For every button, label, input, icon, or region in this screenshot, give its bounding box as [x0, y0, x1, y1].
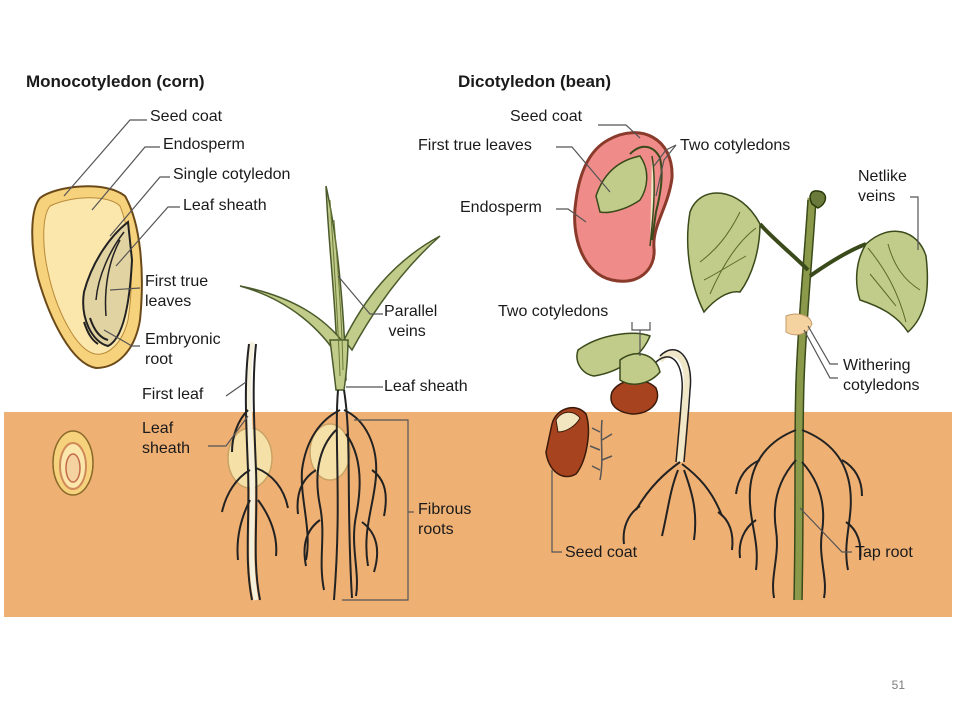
slide-number: 51 — [891, 678, 905, 692]
label-embryonic-root: Embryonic root — [145, 331, 221, 368]
label-leaf-sheath: Leaf sheath — [183, 197, 267, 214]
label-tap-root: Tap root — [855, 544, 913, 561]
label-single-cotyledon: Single cotyledon — [173, 166, 291, 183]
dicot-heading: Dicotyledon (bean) — [458, 72, 612, 91]
label-endosperm: Endosperm — [163, 136, 245, 153]
label-two-cotyledons-mid: Two cotyledons — [498, 303, 609, 320]
corn-seedling-small — [221, 341, 289, 601]
bean-seedling — [545, 332, 734, 551]
monocot-heading: Monocotyledon (corn) — [26, 72, 205, 91]
label-netlike-veins: Netlike veins — [858, 168, 907, 205]
label-two-cotyledons-top: Two cotyledons — [680, 137, 791, 154]
buried-corn-seed — [52, 430, 94, 496]
bean-plant — [686, 190, 929, 601]
bean-seed-section — [573, 131, 674, 283]
label-fibrous-roots: Fibrous roots — [418, 501, 472, 538]
label-seed-coat-bottom: Seed coat — [565, 544, 638, 561]
label-withering-cotyledons: Withering cotyledons — [843, 357, 920, 394]
label-endosperm-bean: Endosperm — [460, 199, 542, 216]
label-first-true-leaves-bean: First true leaves — [418, 137, 532, 154]
label-parallel-veins: Parallel veins — [384, 303, 438, 340]
corn-plant — [239, 185, 441, 601]
corn-seed-section — [31, 185, 143, 370]
label-seed-coat-top: Seed coat — [510, 108, 583, 125]
label-seed-coat: Seed coat — [150, 108, 223, 125]
label-first-true-leaves: First true leaves — [145, 273, 209, 310]
label-first-leaf: First leaf — [142, 386, 204, 403]
label-leaf-sheath-lower: Leaf sheath — [142, 420, 191, 457]
label-leaf-sheath-plant: Leaf sheath — [384, 378, 468, 395]
